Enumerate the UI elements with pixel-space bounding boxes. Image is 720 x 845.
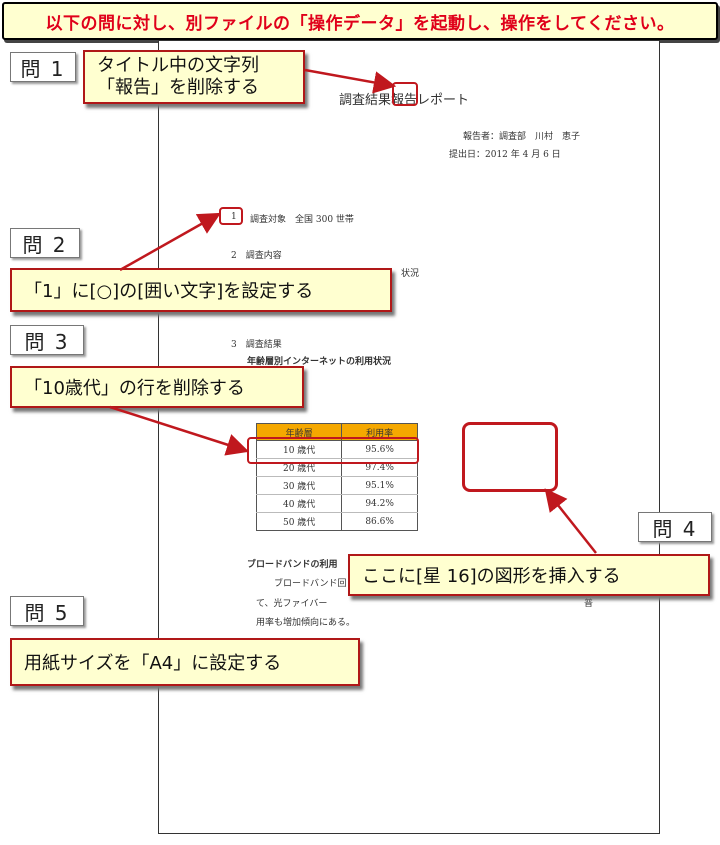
rate-cell: 94.2% <box>341 494 418 513</box>
section2-tail-text: 状況 <box>401 269 420 279</box>
instruction-text: 以下の問に対し、別ファイルの「操作データ」を起動し、操作をしてください。 <box>45 13 675 34</box>
paragraph-line-1: ブロードバンド回 <box>274 579 347 589</box>
question-2-text: 「1」に[○]の[囲い文字]を設定する <box>24 281 314 302</box>
table-header-row: 年齢層 利用率 <box>255 423 418 441</box>
shape-placement-box <box>462 422 558 492</box>
document-title: 調査結果報告レポート <box>339 93 470 108</box>
instruction-banner: 以下の問に対し、別ファイルの「操作データ」を起動し、操作をしてください。 <box>2 2 718 40</box>
age-cell: 30 歳代 <box>255 476 343 495</box>
header-age-group: 年齢層 <box>255 423 343 441</box>
question-3-text: 「10歳代」の行を削除する <box>24 378 245 399</box>
question-4-callout: ここに[星 16]の図形を挿入する <box>348 554 710 596</box>
section1-text: 調査対象 全国 300 世帯 <box>250 215 354 225</box>
date-line: 提出日：2012 年 4 月 6 日 <box>449 150 561 160</box>
question-5-label: 問 5 <box>10 596 84 626</box>
age-cell: 40 歳代 <box>255 494 343 513</box>
section2-heading: 2 調査内容 <box>231 251 282 261</box>
section1-highlight-box <box>219 207 243 225</box>
question-1-line-2: 「報告」を削除する <box>97 77 259 98</box>
question-2-callout: 「1」に[○]の[囲い文字]を設定する <box>10 268 392 312</box>
paragraph-line-2b: 普 <box>584 599 594 609</box>
header-usage-rate: 利用率 <box>341 423 418 441</box>
rate-cell: 95.1% <box>341 476 418 495</box>
row-highlight-box <box>247 437 419 464</box>
broadband-heading: ブロードバンドの利用 <box>247 560 338 570</box>
rate-cell: 86.6% <box>341 512 418 531</box>
question-2-label: 問 2 <box>10 228 80 258</box>
paragraph-line-3: 用率も増加傾向にある。 <box>256 618 356 628</box>
paragraph-line-2a: て、光ファイバー <box>256 599 328 609</box>
question-1-label: 問 1 <box>10 52 76 82</box>
question-1-callout: タイトル中の文字列 「報告」を削除する <box>83 50 305 104</box>
title-highlight-box <box>392 82 418 106</box>
table-title: 年齢層別インターネットの利用状況 <box>247 357 392 367</box>
question-1-line-1: タイトル中の文字列 <box>97 55 259 76</box>
question-5-callout: 用紙サイズを「A4」に設定する <box>10 638 360 686</box>
question-3-label: 問 3 <box>10 325 84 355</box>
question-4-label: 問 4 <box>638 512 712 542</box>
section1-number: 1 <box>231 212 237 222</box>
section3-heading: 3 調査結果 <box>231 340 282 350</box>
age-cell: 10 歳代 <box>255 440 343 459</box>
question-5-text: 用紙サイズを「A4」に設定する <box>24 653 282 674</box>
question-3-callout: 「10歳代」の行を削除する <box>10 366 304 408</box>
question-4-text: ここに[星 16]の図形を挿入する <box>362 566 621 587</box>
author-line: 報告者：調査部 川村 恵子 <box>463 132 581 142</box>
age-cell: 50 歳代 <box>255 512 343 531</box>
